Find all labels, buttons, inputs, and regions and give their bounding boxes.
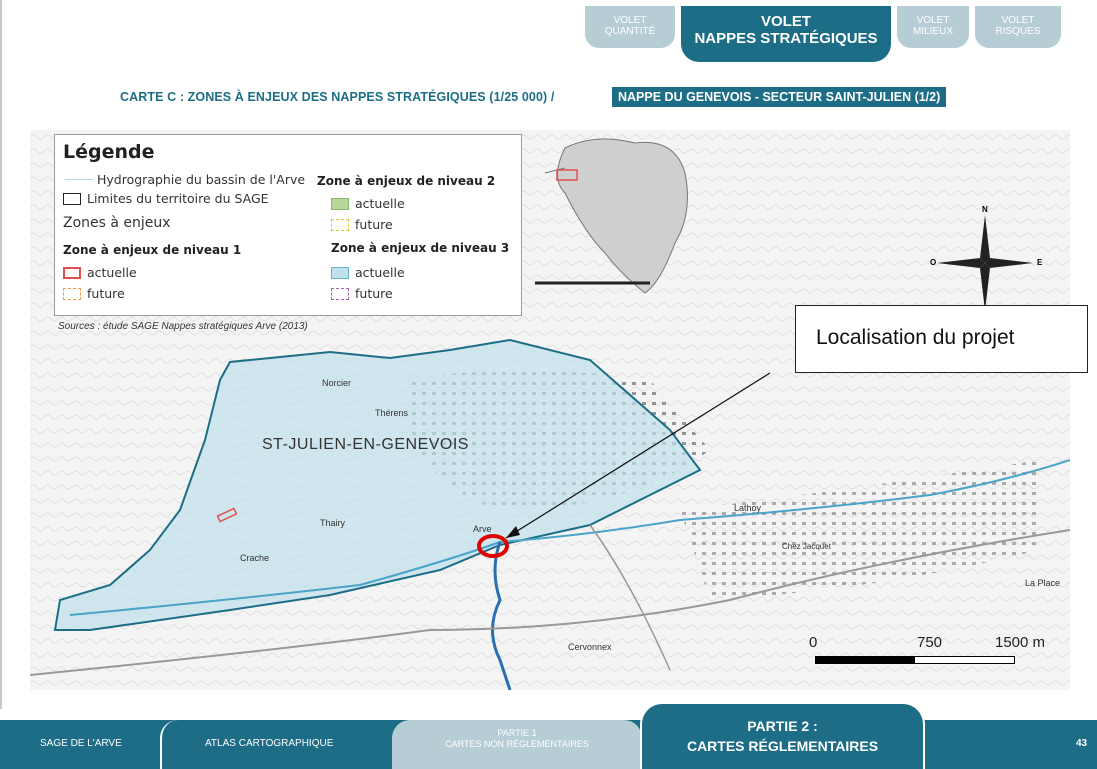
level2-current-swatch [331, 198, 349, 210]
footer-atlas-link[interactable]: ATLAS CARTOGRAPHIQUE [205, 738, 334, 749]
compass-north-label: N [982, 205, 988, 214]
callout-text: Localisation du projet [816, 326, 1015, 349]
place-label: Crache [240, 553, 270, 563]
footer-sage-link[interactable]: SAGE DE L'ARVE [40, 738, 122, 749]
tab-volet-risques[interactable]: VOLET RISQUES [975, 6, 1061, 48]
legend-label: actuelle [355, 196, 405, 211]
legend-zones-heading: Zones à enjeux [63, 215, 171, 231]
compass-west-label: O [930, 258, 937, 267]
place-label: Chez Jacquet [782, 542, 831, 551]
legend-item-level3-current: actuelle [331, 265, 405, 280]
legend-label: future [355, 286, 393, 301]
legend-label: future [355, 217, 393, 232]
footer-separator [160, 720, 200, 769]
legend-item-level1-future: future [63, 286, 125, 301]
tab-line1: VOLET [916, 15, 950, 26]
map-legend: Légende Hydrographie du bassin de l'Arve… [54, 134, 522, 316]
legend-item-sage-limits: Limites du territoire du SAGE [63, 191, 269, 206]
legend-level2-heading: Zone à enjeux de niveau 2 [317, 174, 496, 188]
locator-map-shape [535, 138, 688, 294]
page-edge [0, 0, 2, 709]
level3-future-swatch [331, 288, 349, 300]
scale-label-0: 0 [809, 634, 818, 651]
level1-current-swatch [63, 267, 81, 279]
place-label: La Place [1025, 578, 1061, 588]
place-label: Thérens [375, 408, 409, 418]
tab-line1: VOLET [760, 13, 811, 30]
page-number: 43 [1076, 738, 1088, 749]
locator-map [525, 133, 695, 298]
tab-volet-milieux[interactable]: VOLET MILIEUX [897, 6, 969, 48]
town-label: ST-JULIEN-EN-GENEVOIS [262, 436, 469, 453]
legend-label: Limites du territoire du SAGE [87, 191, 269, 206]
map-title-row: CARTE C : ZONES À ENJEUX DES NAPPES STRA… [0, 87, 1097, 109]
footer-tab-part1[interactable]: PARTIE 1 CARTES NON RÉGLEMENTAIRES [392, 720, 642, 769]
part2-line2: CARTES RÉGLEMENTAIRES [686, 738, 879, 754]
place-label: Arve [473, 524, 492, 534]
place-label: Lathoy [734, 503, 762, 513]
footer-bar: SAGE DE L'ARVE ATLAS CARTOGRAPHIQUE PART… [0, 702, 1097, 769]
compass-east-label: E [1037, 258, 1043, 267]
level1-future-swatch [63, 288, 81, 300]
legend-item-level3-future: future [331, 286, 393, 301]
legend-item-level1-current: actuelle [63, 265, 137, 280]
tab-line1: VOLET [613, 15, 647, 26]
tab-line2: RISQUES [995, 26, 1041, 37]
hydrography-line-symbol [65, 179, 93, 180]
tab-volet-nappes-strategiques[interactable]: VOLET NAPPES STRATÉGIQUES [681, 6, 891, 62]
volet-tabs: VOLET QUANTITÉ VOLET NAPPES STRATÉGIQUES… [585, 6, 1075, 64]
place-label: Thairy [320, 518, 346, 528]
place-label: Norcier [322, 378, 352, 388]
legend-item-level2-current: actuelle [331, 196, 405, 211]
legend-label: actuelle [355, 265, 405, 280]
place-label: Cervonnex [568, 642, 612, 652]
sage-limit-swatch [63, 193, 81, 205]
part1-line2: CARTES NON RÉGLEMENTAIRES [445, 739, 589, 749]
legend-title: Légende [63, 141, 155, 163]
legend-label: actuelle [87, 265, 137, 280]
project-location-callout: Localisation du projet [795, 305, 1088, 373]
map-subtitle: NAPPE DU GENEVOIS - SECTEUR SAINT-JULIEN… [612, 87, 947, 107]
scale-bar-graphic [815, 656, 1015, 664]
level3-current-swatch [331, 267, 349, 279]
legend-item-level2-future: future [331, 217, 393, 232]
legend-label: future [87, 286, 125, 301]
legend-item-hydrography: Hydrographie du bassin de l'Arve [65, 172, 305, 187]
footer-tab-part2[interactable]: PARTIE 2 : CARTES RÉGLEMENTAIRES [640, 702, 925, 769]
part2-line1: PARTIE 2 : [747, 718, 818, 734]
tab-line2: QUANTITÉ [604, 26, 656, 37]
tab-line2: NAPPES STRATÉGIQUES [694, 30, 878, 47]
map-canvas[interactable]: ST-JULIEN-EN-GENEVOIS Norcier Thérens Th… [30, 130, 1070, 690]
topographic-map [30, 130, 1070, 690]
legend-level3-heading: Zone à enjeux de niveau 3 [331, 241, 510, 255]
part1-line1: PARTIE 1 [497, 728, 537, 738]
legend-label: Hydrographie du bassin de l'Arve [97, 172, 306, 187]
tab-line1: VOLET [1001, 15, 1035, 26]
sources-note: Sources : étude SAGE Nappes stratégiques… [58, 321, 308, 332]
legend-level1-heading: Zone à enjeux de niveau 1 [63, 243, 242, 257]
scale-label-1500: 1500 m [995, 634, 1046, 651]
scale-bar: 0 750 1500 m [805, 634, 1065, 674]
map-title: CARTE C : ZONES À ENJEUX DES NAPPES STRA… [120, 90, 555, 104]
tab-volet-quantite[interactable]: VOLET QUANTITÉ [585, 6, 675, 48]
tab-line2: MILIEUX [912, 26, 953, 37]
level2-future-swatch [331, 219, 349, 231]
scale-label-750: 750 [917, 634, 943, 651]
